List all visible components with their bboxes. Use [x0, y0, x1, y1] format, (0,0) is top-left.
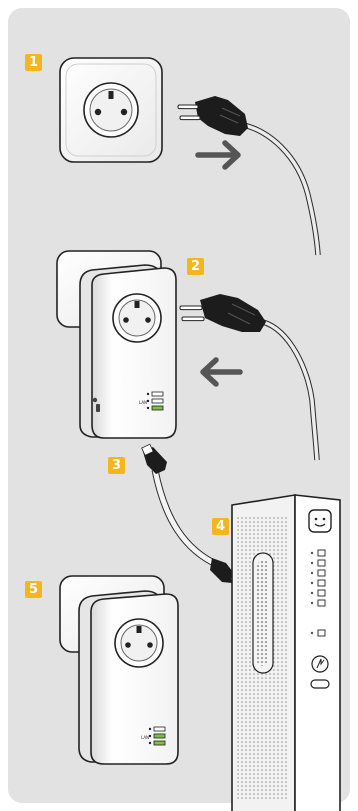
step-badge-5: 5 — [25, 581, 42, 598]
step-badge-2: 2 — [187, 258, 204, 275]
arrow-right-icon — [198, 143, 238, 167]
adapter-1-lan-label: LAN — [139, 400, 147, 405]
step-badge-1: 1 — [25, 54, 42, 71]
step-badge-4: 4 — [212, 518, 229, 535]
step-badge-3: 3 — [108, 457, 125, 474]
power-plug-middle — [180, 294, 317, 460]
internet-box — [232, 495, 340, 811]
power-plug-top — [178, 96, 318, 255]
ethernet-cable — [142, 444, 242, 583]
powerline-adapter-2 — [60, 576, 178, 764]
powerline-adapter-1 — [57, 251, 176, 438]
adapter-2-lan-label: LAN — [141, 735, 149, 740]
wall-socket — [60, 58, 162, 162]
arrow-left-icon — [203, 360, 240, 384]
